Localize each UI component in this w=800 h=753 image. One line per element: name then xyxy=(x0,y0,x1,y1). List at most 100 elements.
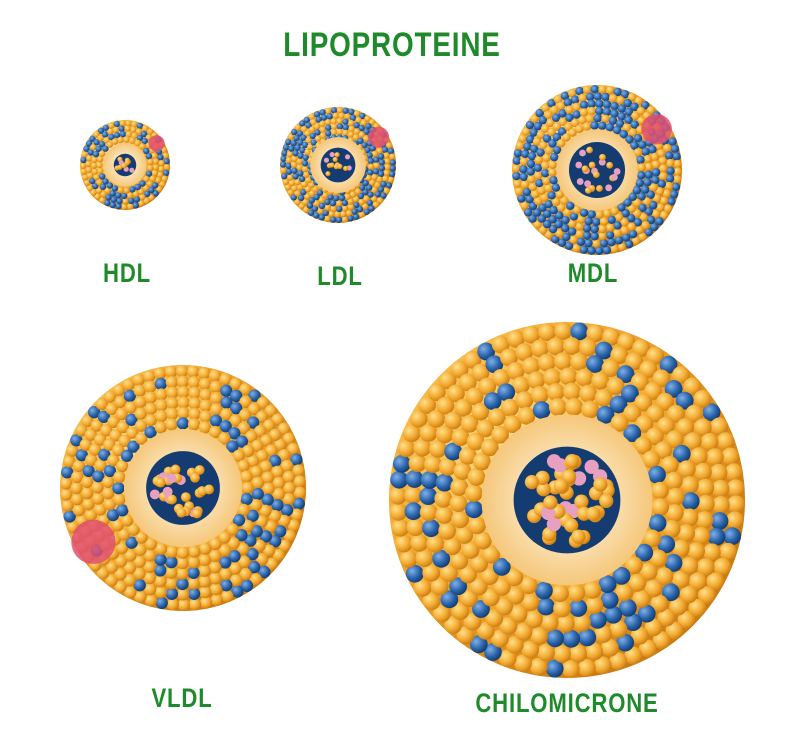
phospholipid-head xyxy=(572,102,581,112)
protein-bead xyxy=(332,112,339,119)
phospholipid-head xyxy=(664,471,683,490)
protein-bead xyxy=(131,132,138,139)
protein-bead xyxy=(102,131,109,138)
protein-bead xyxy=(286,442,300,456)
phospholipid-head xyxy=(564,241,574,250)
phospholipid-head xyxy=(501,398,519,417)
phospholipid-head xyxy=(115,203,122,210)
protein-bead xyxy=(344,113,351,120)
phospholipid-head xyxy=(126,426,139,439)
protein-bead xyxy=(460,414,479,433)
phospholipid-head xyxy=(153,367,167,380)
protein-bead xyxy=(100,191,107,198)
protein-bead xyxy=(432,549,451,568)
phospholipid-head xyxy=(187,577,200,590)
phospholipid-head xyxy=(134,407,147,420)
protein-bead xyxy=(264,520,278,533)
phospholipid-head xyxy=(146,128,154,135)
phospholipid-head xyxy=(336,107,344,114)
protein-bead xyxy=(92,182,99,190)
phospholipid-head xyxy=(134,543,147,556)
protein-bead xyxy=(575,86,584,96)
protein-bead xyxy=(140,130,148,138)
phospholipid-head xyxy=(365,122,372,130)
phospholipid-head xyxy=(693,418,712,437)
protein-bead xyxy=(336,123,344,130)
phospholipid-head xyxy=(365,174,372,182)
phospholipid-head xyxy=(358,131,365,138)
phospholipid-head xyxy=(242,444,255,458)
phospholipid-head xyxy=(116,420,130,434)
phospholipid-head xyxy=(612,566,631,585)
protein-bead xyxy=(542,176,551,186)
protein-bead xyxy=(285,156,293,164)
phospholipid-head xyxy=(141,138,148,145)
protein-bead xyxy=(666,166,675,176)
phospholipid-head xyxy=(567,88,577,98)
phospholipid-head xyxy=(598,575,617,594)
phospholipid-head xyxy=(157,154,164,161)
phospholipid-head xyxy=(118,125,125,132)
phospholipid-head xyxy=(644,162,654,172)
protein-bead xyxy=(625,135,634,144)
phospholipid-head xyxy=(725,511,744,530)
phospholipid-head xyxy=(555,190,564,199)
protein-bead xyxy=(537,186,546,195)
protein-bead xyxy=(429,439,447,458)
protein-bead xyxy=(636,106,646,116)
protein-bead xyxy=(363,195,370,202)
protein-bead xyxy=(644,207,653,216)
phospholipid-head xyxy=(132,202,140,209)
protein-bead xyxy=(621,233,631,242)
protein-bead xyxy=(133,567,146,580)
protein-bead xyxy=(514,186,524,196)
phospholipid-head xyxy=(246,454,260,468)
phospholipid-head xyxy=(537,353,556,372)
protein-bead xyxy=(610,244,619,254)
phospholipid-head xyxy=(587,210,596,219)
protein-bead xyxy=(553,352,572,371)
protein-bead xyxy=(248,402,261,416)
protein-bead xyxy=(232,449,246,462)
phospholipid-head xyxy=(643,154,652,164)
phospholipid-head xyxy=(371,150,379,158)
protein-bead xyxy=(318,196,325,204)
protein-bead xyxy=(649,183,658,192)
phospholipid-head xyxy=(692,526,711,545)
protein-bead xyxy=(532,401,551,419)
phospholipid-head xyxy=(336,117,343,125)
protein-bead xyxy=(283,529,296,542)
protein-bead xyxy=(590,85,600,94)
protein-bead xyxy=(341,205,349,212)
protein-bead xyxy=(602,327,620,346)
protein-bead xyxy=(519,164,528,174)
phospholipid-head xyxy=(307,209,315,216)
phospholipid-head xyxy=(241,519,254,533)
protein-bead xyxy=(655,203,665,212)
core-molecule xyxy=(584,186,592,194)
protein-bead xyxy=(620,226,629,235)
phospholipid-head xyxy=(548,160,557,169)
protein-bead xyxy=(632,185,642,195)
protein-bead xyxy=(129,186,136,193)
protein-bead xyxy=(304,193,311,200)
protein-bead xyxy=(535,108,544,118)
phospholipid-head xyxy=(635,225,644,235)
phospholipid-head xyxy=(228,427,241,440)
phospholipid-head xyxy=(123,561,137,575)
phospholipid-head xyxy=(209,549,222,562)
phospholipid-head xyxy=(513,179,522,188)
phospholipid-head xyxy=(177,396,190,409)
phospholipid-head xyxy=(427,383,446,402)
protein-bead xyxy=(240,492,253,506)
protein-bead xyxy=(144,594,158,607)
phospholipid-head xyxy=(329,199,337,207)
phospholipid-head xyxy=(259,530,272,543)
phospholipid-head xyxy=(645,427,664,446)
phospholipid-head xyxy=(590,224,599,234)
protein-bead xyxy=(255,553,269,566)
protein-bead xyxy=(617,242,627,252)
phospholipid-head xyxy=(229,401,243,415)
protein-bead xyxy=(567,227,577,236)
protein-bead xyxy=(604,605,623,624)
